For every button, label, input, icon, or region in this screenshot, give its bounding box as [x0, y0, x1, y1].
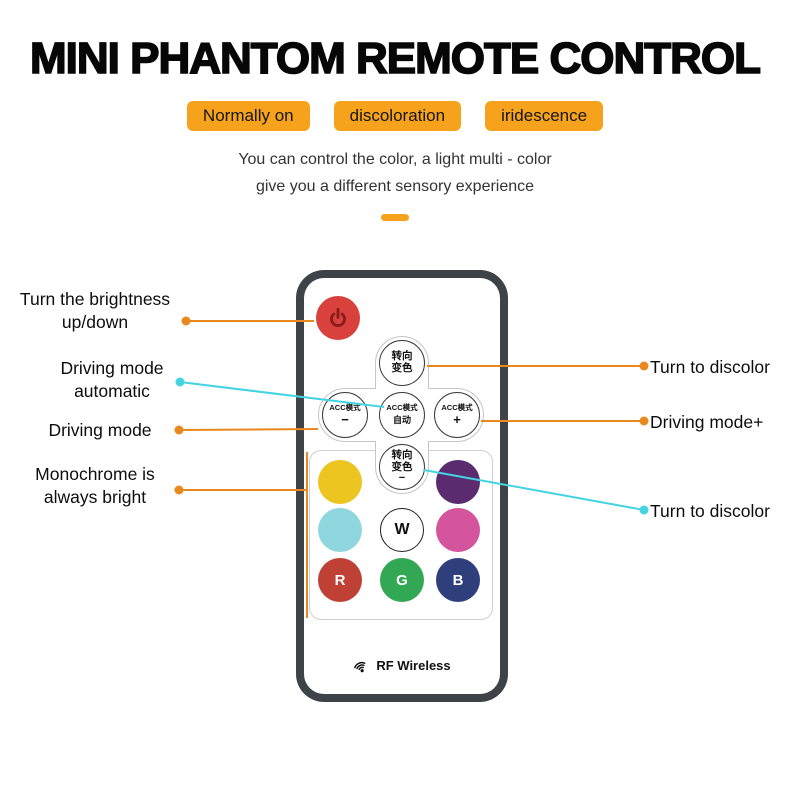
wifi-icon — [354, 661, 366, 673]
acc-mode-auto-button: ACC模式 自动 — [379, 392, 425, 438]
remote-face: 转向 变色 ACC模式 − ACC模式 自动 ACC模式 + 转向 变色 − W… — [304, 278, 500, 694]
label-driving-mode-automatic: Driving mode automatic — [60, 358, 164, 402]
acc-mode-plus-button: ACC模式 + — [434, 392, 480, 438]
callout-dot-monochrome — [174, 485, 184, 495]
remote-reflection: 转向 变色 ACC模式 − ACC模式 自动 ACC模式 + 转向 变色 − W… — [296, 704, 508, 790]
color-yellow-button — [318, 460, 362, 504]
turn-discolor-minus-button: 转向 变色 − — [379, 444, 425, 490]
subtitle: You can control the color, a light multi… — [0, 146, 790, 200]
callout-dot-discolor-top — [639, 361, 649, 371]
acc-mode-minus-button: ACC模式 − — [322, 392, 368, 438]
brand-text: RF Wireless — [376, 658, 451, 673]
label-driving-mode: Driving mode — [48, 420, 152, 440]
feature-badges: Normally on discoloration iridescence — [0, 101, 790, 131]
badge-discoloration: discoloration — [333, 101, 462, 131]
color-red-button: R — [318, 558, 362, 602]
color-pink-button — [436, 508, 480, 552]
color-blue-button: B — [436, 558, 480, 602]
label-monochrome: Monochrome is always bright — [35, 464, 155, 508]
color-green-button: G — [380, 558, 424, 602]
divider-dash — [381, 214, 409, 221]
power-icon — [330, 307, 346, 327]
callout-dot-driving-plus — [639, 416, 649, 426]
color-cyan-button — [318, 508, 362, 552]
subtitle-line-2: give you a different sensory experience — [255, 178, 535, 196]
badge-iridescence: iridescence — [485, 101, 604, 131]
turn-discolor-plus-button: 转向 变色 — [379, 340, 425, 386]
label-driving-mode-plus: Driving mode+ — [650, 412, 764, 432]
label-brightness: Turn the brightness up/down — [19, 289, 171, 333]
badge-normally-on: Normally on — [186, 101, 310, 131]
subtitle-line-1: You can control the color, a light multi… — [238, 151, 552, 168]
label-turn-discolor-top: Turn to discolor — [650, 357, 770, 377]
color-purple-button — [436, 460, 480, 504]
label-turn-discolor-bottom: Turn to discolor — [650, 501, 770, 521]
color-white-button: W — [380, 508, 424, 552]
page-title: MINI PHANTOM REMOTE CONTROL — [29, 33, 762, 84]
callout-dot-driving-mode — [174, 425, 184, 435]
brand-row: RF Wireless — [304, 658, 500, 673]
power-button — [316, 296, 360, 340]
callout-dot-discolor-bottom — [639, 505, 649, 515]
remote: 转向 变色 ACC模式 − ACC模式 自动 ACC模式 + 转向 变色 − W… — [296, 270, 508, 702]
